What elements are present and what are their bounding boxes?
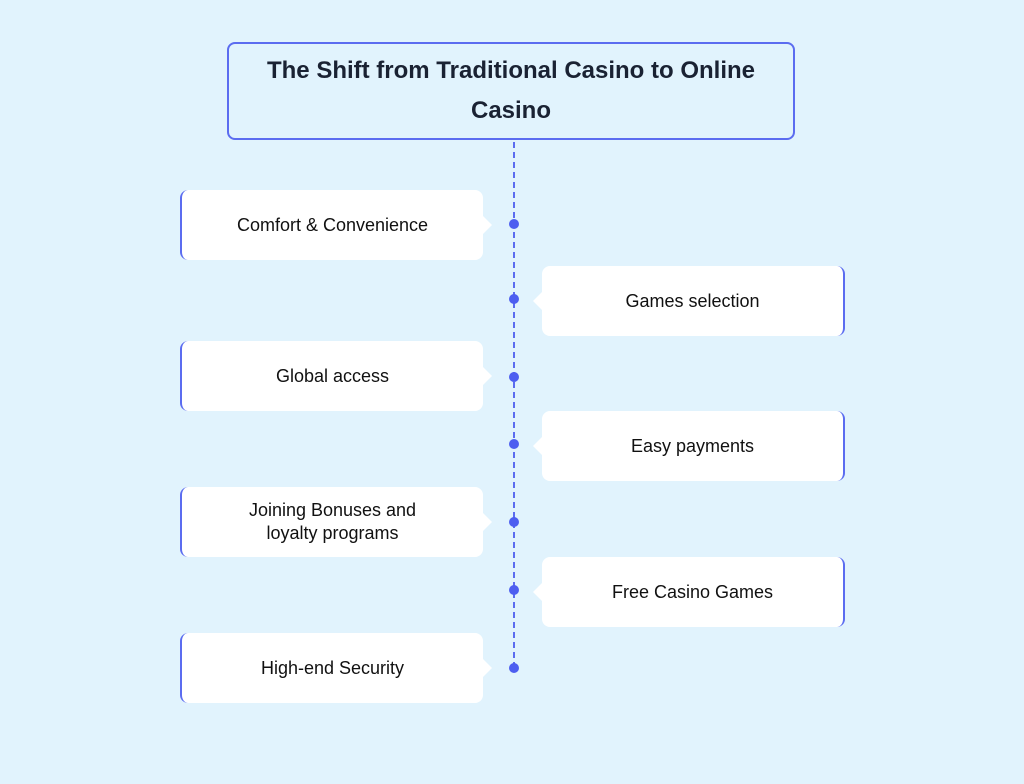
diagram-title-box: The Shift from Traditional Casino to Onl…	[227, 42, 795, 140]
timeline-dot	[509, 663, 519, 673]
timeline-card-easy-payments: Easy payments	[533, 411, 845, 481]
timeline-dot	[509, 372, 519, 382]
timeline-card-free-casino-games: Free Casino Games	[533, 557, 845, 627]
timeline-card-games-selection: Games selection	[533, 266, 845, 336]
timeline-dot	[509, 517, 519, 527]
timeline-dot	[509, 219, 519, 229]
timeline-dot	[509, 294, 519, 304]
timeline-card-comfort-convenience: Comfort & Convenience	[180, 190, 492, 260]
timeline-dot	[509, 585, 519, 595]
timeline-card-global-access: Global access	[180, 341, 492, 411]
timeline-card-joining-bonuses: Joining Bonuses and loyalty programs	[180, 487, 492, 557]
timeline-dot	[509, 439, 519, 449]
timeline-card-high-end-security: High-end Security	[180, 633, 492, 703]
timeline-line	[513, 142, 515, 668]
diagram-title: The Shift from Traditional Casino to Onl…	[266, 57, 755, 124]
